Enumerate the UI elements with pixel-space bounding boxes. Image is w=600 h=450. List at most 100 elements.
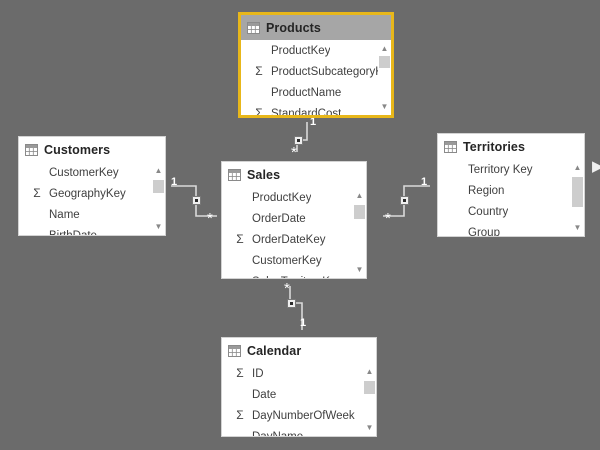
field-indent-spacer: Σ [448, 159, 464, 180]
cardinality-label-one: 1 [310, 116, 317, 128]
field-row[interactable]: ΣGroup [438, 222, 584, 237]
field-row[interactable]: ΣDate [222, 384, 376, 405]
field-row[interactable]: Σ DayNumberOfWeek [222, 405, 376, 426]
field-name: CustomerKey [252, 254, 322, 267]
scroll-down-icon[interactable]: ▼ [355, 264, 364, 274]
field-row[interactable]: ΣRegion [438, 180, 584, 201]
field-indent-spacer: Σ [232, 271, 248, 278]
scroll-up-icon[interactable]: ▲ [355, 190, 364, 200]
field-indent-spacer: Σ [232, 187, 248, 208]
table-header-sales[interactable]: Sales [222, 162, 366, 187]
field-name: DayNumberOfWeek [252, 409, 355, 422]
relationship-handle-customers-sales[interactable] [192, 196, 201, 205]
field-row[interactable]: ΣTerritory Key [438, 159, 584, 180]
table-field-list: ΣCustomerKeyΣGeographyKeyΣNameΣBirthDate… [19, 162, 165, 235]
vertical-scrollbar[interactable]: ▲▼ [363, 363, 376, 436]
field-name: BirthDate [49, 229, 97, 236]
field-name: OrderDateKey [252, 233, 326, 246]
field-indent-spacer: Σ [29, 204, 45, 225]
scrollbar-thumb[interactable] [153, 180, 164, 193]
field-name: Date [252, 388, 277, 401]
field-row[interactable]: Σ OrderDateKey [222, 229, 366, 250]
field-indent-spacer: Σ [232, 250, 248, 271]
field-name: Country [468, 205, 509, 218]
table-grid-icon [247, 21, 260, 34]
field-row[interactable]: Σ ProductKey [222, 187, 366, 208]
scroll-up-icon[interactable]: ▲ [154, 165, 163, 175]
field-indent-spacer: Σ [448, 201, 464, 222]
table-header-territories[interactable]: Territories [438, 134, 584, 159]
cardinality-label-many: * [385, 210, 391, 227]
scroll-up-icon[interactable]: ▲ [380, 43, 389, 53]
field-name: CustomerKey [49, 166, 119, 179]
field-row[interactable]: Σ Country [438, 201, 584, 222]
field-row[interactable]: ΣSalesTerritoryKey [222, 271, 366, 279]
scroll-down-icon[interactable]: ▼ [365, 422, 374, 432]
table-grid-icon [228, 168, 241, 181]
table-title: Customers [44, 142, 111, 157]
cardinality-label-many: * [284, 280, 290, 297]
vertical-scrollbar[interactable]: ▲▼ [353, 187, 366, 278]
table-card-calendar[interactable]: CalendarΣIDΣDateΣDayNumberOfWeekΣDayName… [221, 337, 377, 437]
cardinality-label-many: * [207, 210, 213, 227]
field-row[interactable]: Σ CustomerKey [222, 250, 366, 271]
table-field-list: ΣTerritory KeyΣRegionΣCountryΣGroup▲▼ [438, 159, 584, 236]
relationship-handle-sales-calendar[interactable] [287, 299, 296, 308]
field-name: StandardCost [271, 107, 342, 118]
scroll-down-icon[interactable]: ▼ [573, 222, 582, 232]
vertical-scrollbar[interactable]: ▲▼ [571, 159, 584, 236]
scrollbar-thumb[interactable] [354, 205, 365, 219]
scroll-up-icon[interactable]: ▲ [573, 162, 582, 172]
field-row[interactable]: ΣProductKey [241, 40, 391, 61]
table-grid-icon [25, 143, 38, 156]
field-indent-spacer: Σ [232, 426, 248, 436]
chevron-right-icon[interactable]: ▶ [592, 158, 600, 175]
relationship-handle-sales-territories[interactable] [400, 196, 409, 205]
field-row[interactable]: ΣProductName [241, 82, 391, 103]
table-card-sales[interactable]: SalesΣProductKeyΣOrderDateΣOrderDateKeyΣ… [221, 161, 367, 279]
sigma-icon: Σ [236, 408, 244, 422]
sigma-icon: Σ [236, 232, 244, 246]
field-name: Region [468, 184, 505, 197]
field-row[interactable]: Σ GeographyKey [19, 183, 165, 204]
cardinality-label-one: 1 [300, 317, 307, 329]
table-card-products[interactable]: ProductsΣProductKeyΣProductSubcategoryKΣ… [238, 12, 394, 118]
field-name: Name [49, 208, 80, 221]
scroll-down-icon[interactable]: ▼ [154, 221, 163, 231]
table-header-products[interactable]: Products [241, 15, 391, 40]
field-name: OrderDate [252, 212, 306, 225]
table-field-list: ΣIDΣDateΣDayNumberOfWeekΣDayName▲▼ [222, 363, 376, 436]
field-name: ProductSubcategoryK [271, 65, 383, 78]
field-row[interactable]: Σ DayName [222, 426, 376, 437]
field-row[interactable]: ΣCustomerKey [19, 162, 165, 183]
field-name: ProductKey [252, 191, 312, 204]
scrollbar-thumb[interactable] [364, 381, 375, 394]
cardinality-label-one: 1 [421, 176, 428, 188]
vertical-scrollbar[interactable]: ▲▼ [378, 40, 391, 115]
field-row[interactable]: ΣBirthDate [19, 225, 165, 236]
table-header-customers[interactable]: Customers [19, 137, 165, 162]
table-header-calendar[interactable]: Calendar [222, 338, 376, 363]
sigma-icon: Σ [33, 186, 41, 200]
table-grid-icon [228, 344, 241, 357]
table-card-territories[interactable]: TerritoriesΣTerritory KeyΣRegionΣCountry… [437, 133, 585, 237]
field-row[interactable]: Σ Name [19, 204, 165, 225]
field-name: GeographyKey [49, 187, 126, 200]
vertical-scrollbar[interactable]: ▲▼ [152, 162, 165, 235]
scrollbar-thumb[interactable] [379, 56, 390, 68]
cardinality-label-many: * [291, 144, 297, 161]
table-card-customers[interactable]: CustomersΣCustomerKeyΣGeographyKeyΣNameΣ… [18, 136, 166, 236]
field-name: DayName [252, 430, 304, 437]
cardinality-label-one: 1 [171, 176, 178, 188]
field-name: ID [252, 367, 264, 380]
scroll-down-icon[interactable]: ▼ [380, 101, 389, 111]
scroll-up-icon[interactable]: ▲ [365, 366, 374, 376]
field-indent-spacer: Σ [448, 222, 464, 236]
scrollbar-thumb[interactable] [572, 177, 583, 207]
table-title: Sales [247, 167, 281, 182]
